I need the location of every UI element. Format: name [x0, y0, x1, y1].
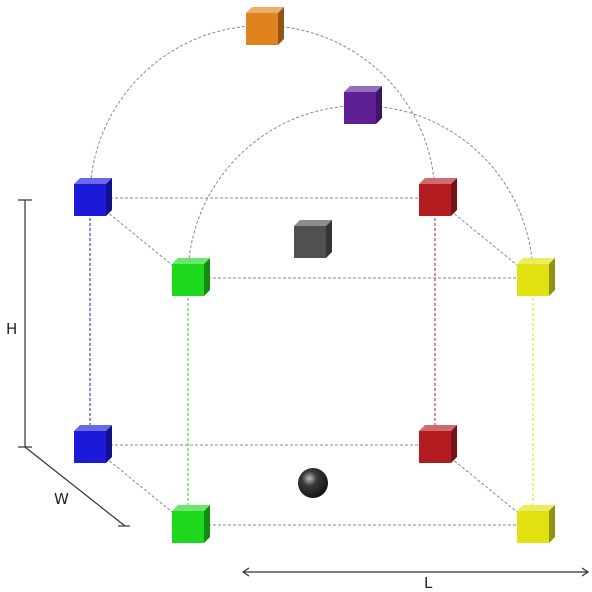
cube-side-face [326, 220, 332, 258]
cube-top-face [74, 425, 112, 431]
cube-top-back-right [419, 178, 457, 216]
cube-front-face [419, 184, 451, 216]
sphere [298, 468, 328, 498]
cube-bottom-front-right [517, 505, 555, 543]
cube-top-back-left [74, 178, 112, 216]
cube-side-face [204, 258, 210, 296]
cube-front-face [246, 13, 278, 45]
cube-top-face [517, 505, 555, 511]
cube-top-front-left [172, 258, 210, 296]
cubes [74, 7, 555, 543]
cube-arch-top [246, 7, 284, 45]
cube-bottom-back-left [74, 425, 112, 463]
cube-top-face [419, 425, 457, 431]
cube-top-face [172, 505, 210, 511]
cube-top-face [246, 7, 284, 13]
cube-top-face [172, 258, 210, 264]
cube-top-face [517, 258, 555, 264]
cube-top-face [419, 178, 457, 184]
cube-side-face [549, 258, 555, 296]
cube-side-face [549, 505, 555, 543]
cube-side-face [278, 7, 284, 45]
cube-center [294, 220, 332, 258]
cube-front-face [517, 264, 549, 296]
cube-arch-middle [344, 86, 382, 124]
cube-side-face [204, 505, 210, 543]
cube-side-face [106, 425, 112, 463]
width-label: W [54, 490, 69, 508]
width-dimension-line [24, 446, 126, 527]
cube-front-face [344, 92, 376, 124]
cube-bottom-front-left [172, 505, 210, 543]
guide-lines [89, 25, 534, 526]
cube-side-face [451, 425, 457, 463]
back-arch [89, 25, 436, 199]
cube-top-face [74, 178, 112, 184]
cube-bottom-back-right [419, 425, 457, 463]
cube-front-face [517, 511, 549, 543]
cube-front-face [172, 264, 204, 296]
cube-top-face [294, 220, 332, 226]
length-dimension-arrow-right [581, 567, 590, 577]
cube-front-face [74, 184, 106, 216]
front-arch [187, 105, 534, 279]
cube-front-face [294, 226, 326, 258]
dimension-lines [18, 199, 590, 577]
cube-front-face [419, 431, 451, 463]
cube-front-face [172, 511, 204, 543]
cube-side-face [451, 178, 457, 216]
length-label: L [424, 574, 433, 592]
cube-side-face [376, 86, 382, 124]
cube-top-front-right [517, 258, 555, 296]
height-label: H [6, 320, 18, 338]
cube-side-face [106, 178, 112, 216]
length-dimension-arrow-left [241, 567, 250, 577]
cube-front-face [74, 431, 106, 463]
cube-top-face [344, 86, 382, 92]
